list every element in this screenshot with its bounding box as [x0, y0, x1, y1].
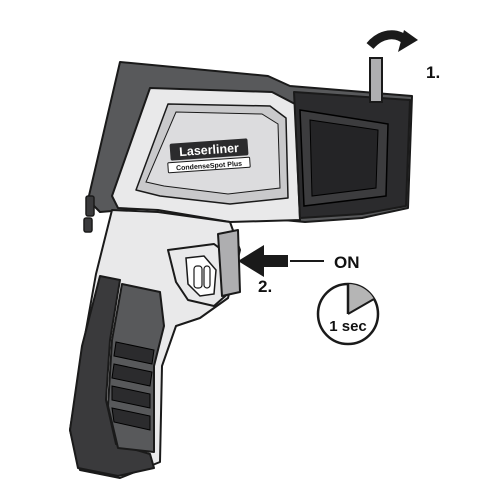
on-label: ON: [334, 253, 360, 272]
timer-label: 1 sec: [329, 318, 367, 335]
curved-arrow-icon: [366, 30, 418, 52]
step-1-label: 1.: [426, 63, 440, 82]
stopwatch-icon: [316, 282, 380, 346]
trigger-housing: [167, 243, 233, 307]
model-name: CondenseSpot Plus: [176, 161, 243, 173]
grip-ribs: [111, 341, 155, 431]
step-2-label: 2.: [258, 277, 272, 296]
trigger-button: [217, 229, 241, 297]
lens-cap-pin: [369, 57, 383, 103]
brand-label: Laserliner CondenseSpot Plus: [167, 138, 251, 174]
brand-name: Laserliner: [179, 141, 240, 159]
sensor-panel: [293, 91, 411, 219]
arrow-left-icon: [238, 245, 324, 277]
